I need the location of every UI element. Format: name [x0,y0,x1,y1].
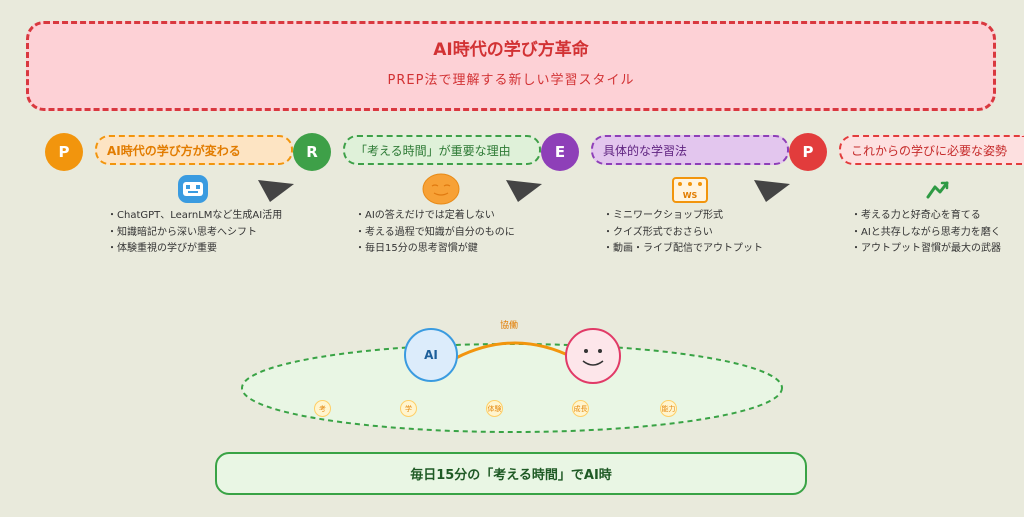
face-icon [422,173,460,205]
bullet-item: ・AIの答えだけでは定着しない [355,210,495,221]
step-2-label: 「考える時間」が重要な理由 [343,135,541,165]
human-face-icon [565,328,621,384]
chip-think: 考 [314,400,331,417]
workshop-icon: WS [672,177,708,203]
ai-node: AI [404,328,458,382]
chip-learn: 学 [400,400,417,417]
step-3-badge: E [541,133,579,171]
step-1-badge: P [45,133,83,171]
chip-ability: 能力 [660,400,677,417]
step-1-bullets: ・ChatGPT、LearnLMなど生成AI活用 ・知識暗記から深い思考へシフト… [107,208,282,258]
bullet-item: ・考える過程で知識が自分のものに [355,226,515,238]
step-3-bullets: ・ミニワークショップ形式 ・クイズ形式でおさらい ・動画・ライブ配信でアウトプッ… [603,208,763,258]
arrow-icon [506,180,542,202]
step-4-label: これからの学びに必要な姿勢 [839,135,1024,165]
robot-icon [178,175,208,203]
arrow-icon [258,180,294,202]
bullet-item: ・ChatGPT、LearnLMなど生成AI活用 [107,210,283,221]
bullet-item: ・ミニワークショップ形式 [603,210,723,221]
step-3-label: 具体的な学習法 [591,135,789,165]
step-2-badge: R [293,133,331,171]
page-subtitle: PREP法で理解する新しい学習スタイル [387,73,635,88]
bullet-item: ・毎日15分の思考習慣が鍵 [355,243,478,254]
step-2-bullets: ・AIの答えだけでは定着しない ・考える過程で知識が自分のものに ・毎日15分の… [355,208,515,258]
collab-link-label: 協働 [500,321,519,331]
svg-text:WS: WS [683,191,698,200]
step-4-bullets: ・考える力と好奇心を育てる ・AIと共存しながら思考力を磨く ・アウトプット習慣… [851,208,1001,258]
bullet-item: ・考える力と好奇心を育てる [851,210,981,221]
bullet-item: ・アウトプット習慣が最大の武器 [851,243,1001,254]
bullet-item: ・知識暗記から深い思考へシフト [107,226,257,238]
step-4-badge: P [789,133,827,171]
bullet-item: ・動画・ライブ配信でアウトプット [603,243,763,254]
title-banner: AI時代の学び方革命 PREP法で理解する新しい学習スタイル [26,21,996,111]
footer-message: 毎日15分の「考える時間」でAI時 [215,452,807,495]
page-title: AI時代の学び方革命 [433,40,589,60]
bullet-item: ・体験重視の学びが重要 [107,243,217,254]
chip-experience: 体験 [486,400,503,417]
step-1-label: AI時代の学び方が変わる [95,135,293,165]
arrow-icon [754,180,790,202]
growth-icon [926,181,949,199]
bullet-item: ・AIと共存しながら思考力を磨く [851,226,1001,238]
collab-link-line [455,341,575,360]
chip-growth: 成長 [572,400,589,417]
bullet-item: ・クイズ形式でおさらい [603,226,713,238]
